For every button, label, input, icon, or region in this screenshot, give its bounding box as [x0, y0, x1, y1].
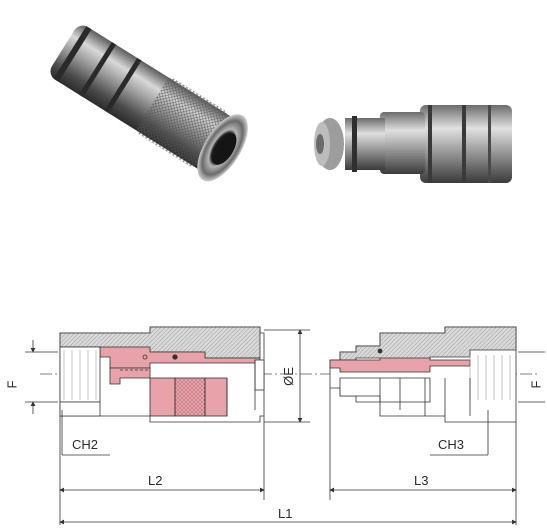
cross-section-drawing — [25, 326, 545, 525]
dim-label-l1: L1 — [278, 506, 293, 521]
dim-label-f-left: F — [4, 380, 20, 389]
dim-label-ch3: CH3 — [438, 437, 465, 452]
male-nipple-section — [329, 326, 517, 423]
dim-label-ch2: CH2 — [72, 437, 99, 452]
female-coupler-photo — [50, 25, 248, 182]
female-coupler-section — [59, 326, 265, 423]
male-nipple-photo — [314, 105, 512, 183]
dim-label-l2: L2 — [148, 473, 163, 488]
dim-label-f-right: F — [528, 380, 544, 389]
dim-label-l3: L3 — [414, 473, 429, 488]
dim-label-oe: ØE — [280, 367, 296, 386]
